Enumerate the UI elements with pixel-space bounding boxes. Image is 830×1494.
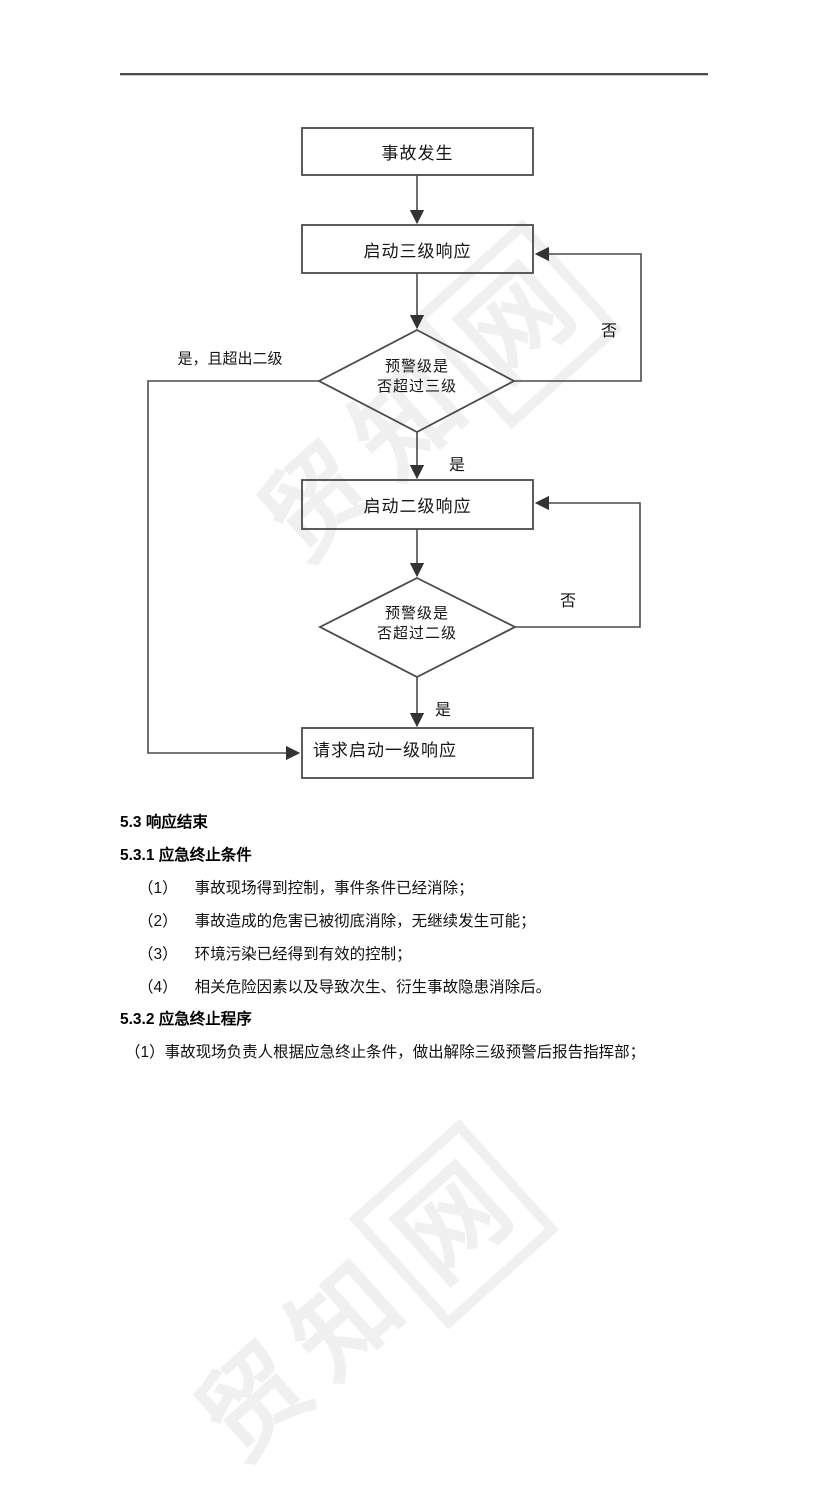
- node-level2-box: [301, 479, 534, 530]
- list-item: （1） 事故现场得到控制，事件条件已经消除；: [120, 871, 740, 904]
- list-item: （4） 相关危险因素以及导致次生、衍生事故隐患消除后。: [120, 969, 740, 1002]
- header-rule: [120, 73, 708, 76]
- document-body: 5.3 响应结束 5.3.1 应急终止条件 （1） 事故现场得到控制，事件条件已…: [120, 805, 740, 1068]
- paragraph-text: （1）事故现场负责人根据应急终止条件，做出解除三级预警后报告指挥部；: [125, 1044, 646, 1062]
- list-item-number: （1）: [138, 880, 178, 898]
- edge-label-no2: 否: [559, 593, 577, 610]
- heading-5-3-1: 5.3.1 应急终止条件: [120, 847, 252, 865]
- list-item-number: （2）: [138, 912, 178, 930]
- node-level2-label: 启动二级响应: [363, 497, 472, 516]
- edge-label-no1: 否: [600, 323, 618, 340]
- list-item: （3） 环境污染已经得到有效的控制；: [120, 936, 740, 969]
- edge-decision2-no-loop: [515, 495, 641, 628]
- edge-label-yes1: 是: [448, 457, 466, 474]
- list-item: （2） 事故造成的危害已被彻底消除，无继续发生可能；: [120, 904, 740, 937]
- decision1-diamond: [317, 328, 516, 434]
- list-item-text: 环境污染已经得到有效的控制；: [194, 945, 412, 963]
- decision1-line2: 否超过三级: [376, 378, 457, 395]
- flowchart: 事故发生 启动三级响应 启动二级响应 请求启动一级响应 预警级是 否超过三级 预…: [147, 127, 642, 779]
- node-level1-label: 请求启动一级响应: [313, 741, 457, 760]
- decision2-line1: 预警级是: [384, 605, 449, 622]
- node-level3-label: 启动三级响应: [363, 241, 472, 261]
- decision1-line1: 预警级是: [384, 358, 449, 375]
- decision2-label: 预警级是 否超过二级: [342, 600, 492, 648]
- edge-label-yes2: 是: [434, 702, 452, 719]
- list-item-text: 事故现场得到控制，事件条件已经消除；: [194, 880, 474, 898]
- node-level3-box: [301, 224, 534, 274]
- list-item-text: 相关危险因素以及导致次生、衍生事故隐患消除后。: [194, 978, 552, 996]
- heading-5-3-2: 5.3.2 应急终止程序: [120, 1011, 252, 1029]
- node-level1-box: [301, 727, 534, 779]
- heading-5-3: 5.3 响应结束: [120, 814, 208, 832]
- edge-label-yes-exceed: 是，且超出二级: [177, 350, 283, 368]
- node-accident-box: [301, 127, 534, 176]
- decision2-line2: 否超过二级: [376, 625, 457, 642]
- decision1-label: 预警级是 否超过三级: [342, 354, 492, 400]
- node-accident-label: 事故发生: [381, 144, 454, 163]
- decision2-diamond: [318, 576, 517, 679]
- edge-decision1-no-loop: [514, 246, 642, 382]
- flowchart-canvas: [147, 127, 642, 779]
- list-item-number: （3）: [138, 945, 178, 963]
- paragraph: （1）事故现场负责人根据应急终止条件，做出解除三级预警后报告指挥部；: [120, 1035, 740, 1068]
- list-item-number: （4）: [138, 978, 178, 996]
- watermark-bottom: 贸 知 网: [166, 1118, 560, 1494]
- edge-decision1-exceed-level2: [147, 380, 319, 761]
- list-item-text: 事故造成的危害已被彻底消除，无继续发生可能；: [194, 912, 536, 930]
